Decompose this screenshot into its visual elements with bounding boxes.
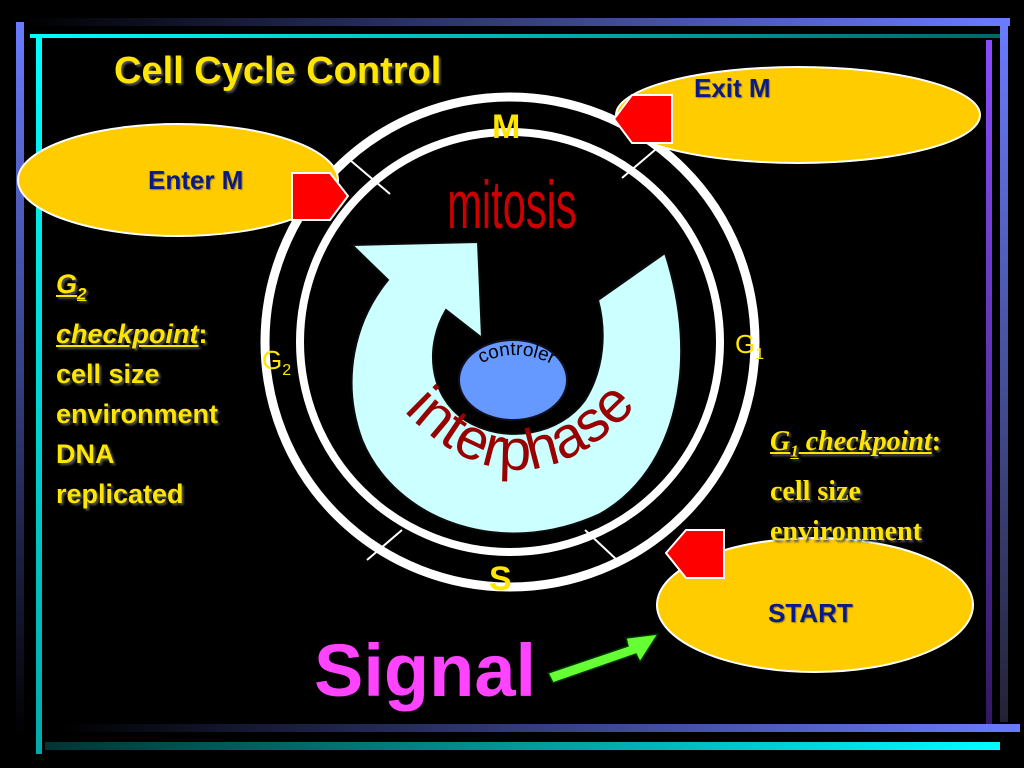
phase-divider	[349, 159, 391, 195]
phase-m-label: M	[492, 108, 521, 146]
controler-ellipse	[458, 339, 568, 421]
phase-divider	[621, 143, 663, 179]
g2-line: cell size	[56, 359, 160, 390]
signal-arrow	[546, 633, 660, 684]
outer-ring	[260, 92, 760, 592]
inner-ring	[296, 128, 724, 556]
g1-line: environment	[770, 515, 922, 547]
g2-checkpoint-heading: G2 checkpoint:	[56, 269, 208, 350]
phase-g2-label: G2	[262, 345, 292, 380]
interphase-arrow	[349, 240, 683, 535]
start-label: START	[768, 598, 853, 628]
enter-m-ellipse	[17, 123, 339, 237]
g1-line: cell size	[770, 475, 861, 507]
frame-top-bar-cyan	[30, 34, 1005, 38]
frame-right-bar-blue	[1000, 22, 1008, 722]
phase-divider	[366, 529, 403, 561]
mitosis-label: mitosis	[447, 167, 576, 243]
g2-line: replicated	[56, 479, 184, 510]
enter-m-marker	[291, 172, 350, 221]
frame-bottom-bar-cyan	[45, 742, 1000, 750]
start-ellipse	[656, 537, 974, 673]
signal-label: Signal	[314, 629, 537, 712]
start-marker	[664, 529, 725, 579]
page-title: Cell Cycle Control	[114, 50, 442, 92]
frame-left-bar-cyan	[36, 34, 42, 754]
exit-m-marker	[612, 94, 673, 144]
frame-left-bar-blue	[16, 22, 24, 737]
g2-line: environment	[56, 399, 219, 430]
phase-s-label: S	[489, 560, 512, 598]
frame-top-bar-blue	[20, 18, 1010, 26]
phase-divider	[584, 529, 618, 561]
enter-m-label: Enter M	[148, 165, 244, 195]
phase-g1-label: G1	[735, 329, 765, 364]
g1-checkpoint-text: G1 checkpoint: cell size environment	[770, 422, 1010, 552]
frame-right-bar-purple	[986, 40, 992, 730]
exit-m-label: Exit M	[694, 73, 771, 103]
frame-bottom-bar-blue	[60, 724, 1020, 732]
g2-line: DNA	[56, 439, 115, 470]
g2-checkpoint-text: G2 checkpoint: cell size environment DNA…	[56, 264, 276, 514]
g1-checkpoint-heading: G1 checkpoint:	[770, 426, 942, 461]
